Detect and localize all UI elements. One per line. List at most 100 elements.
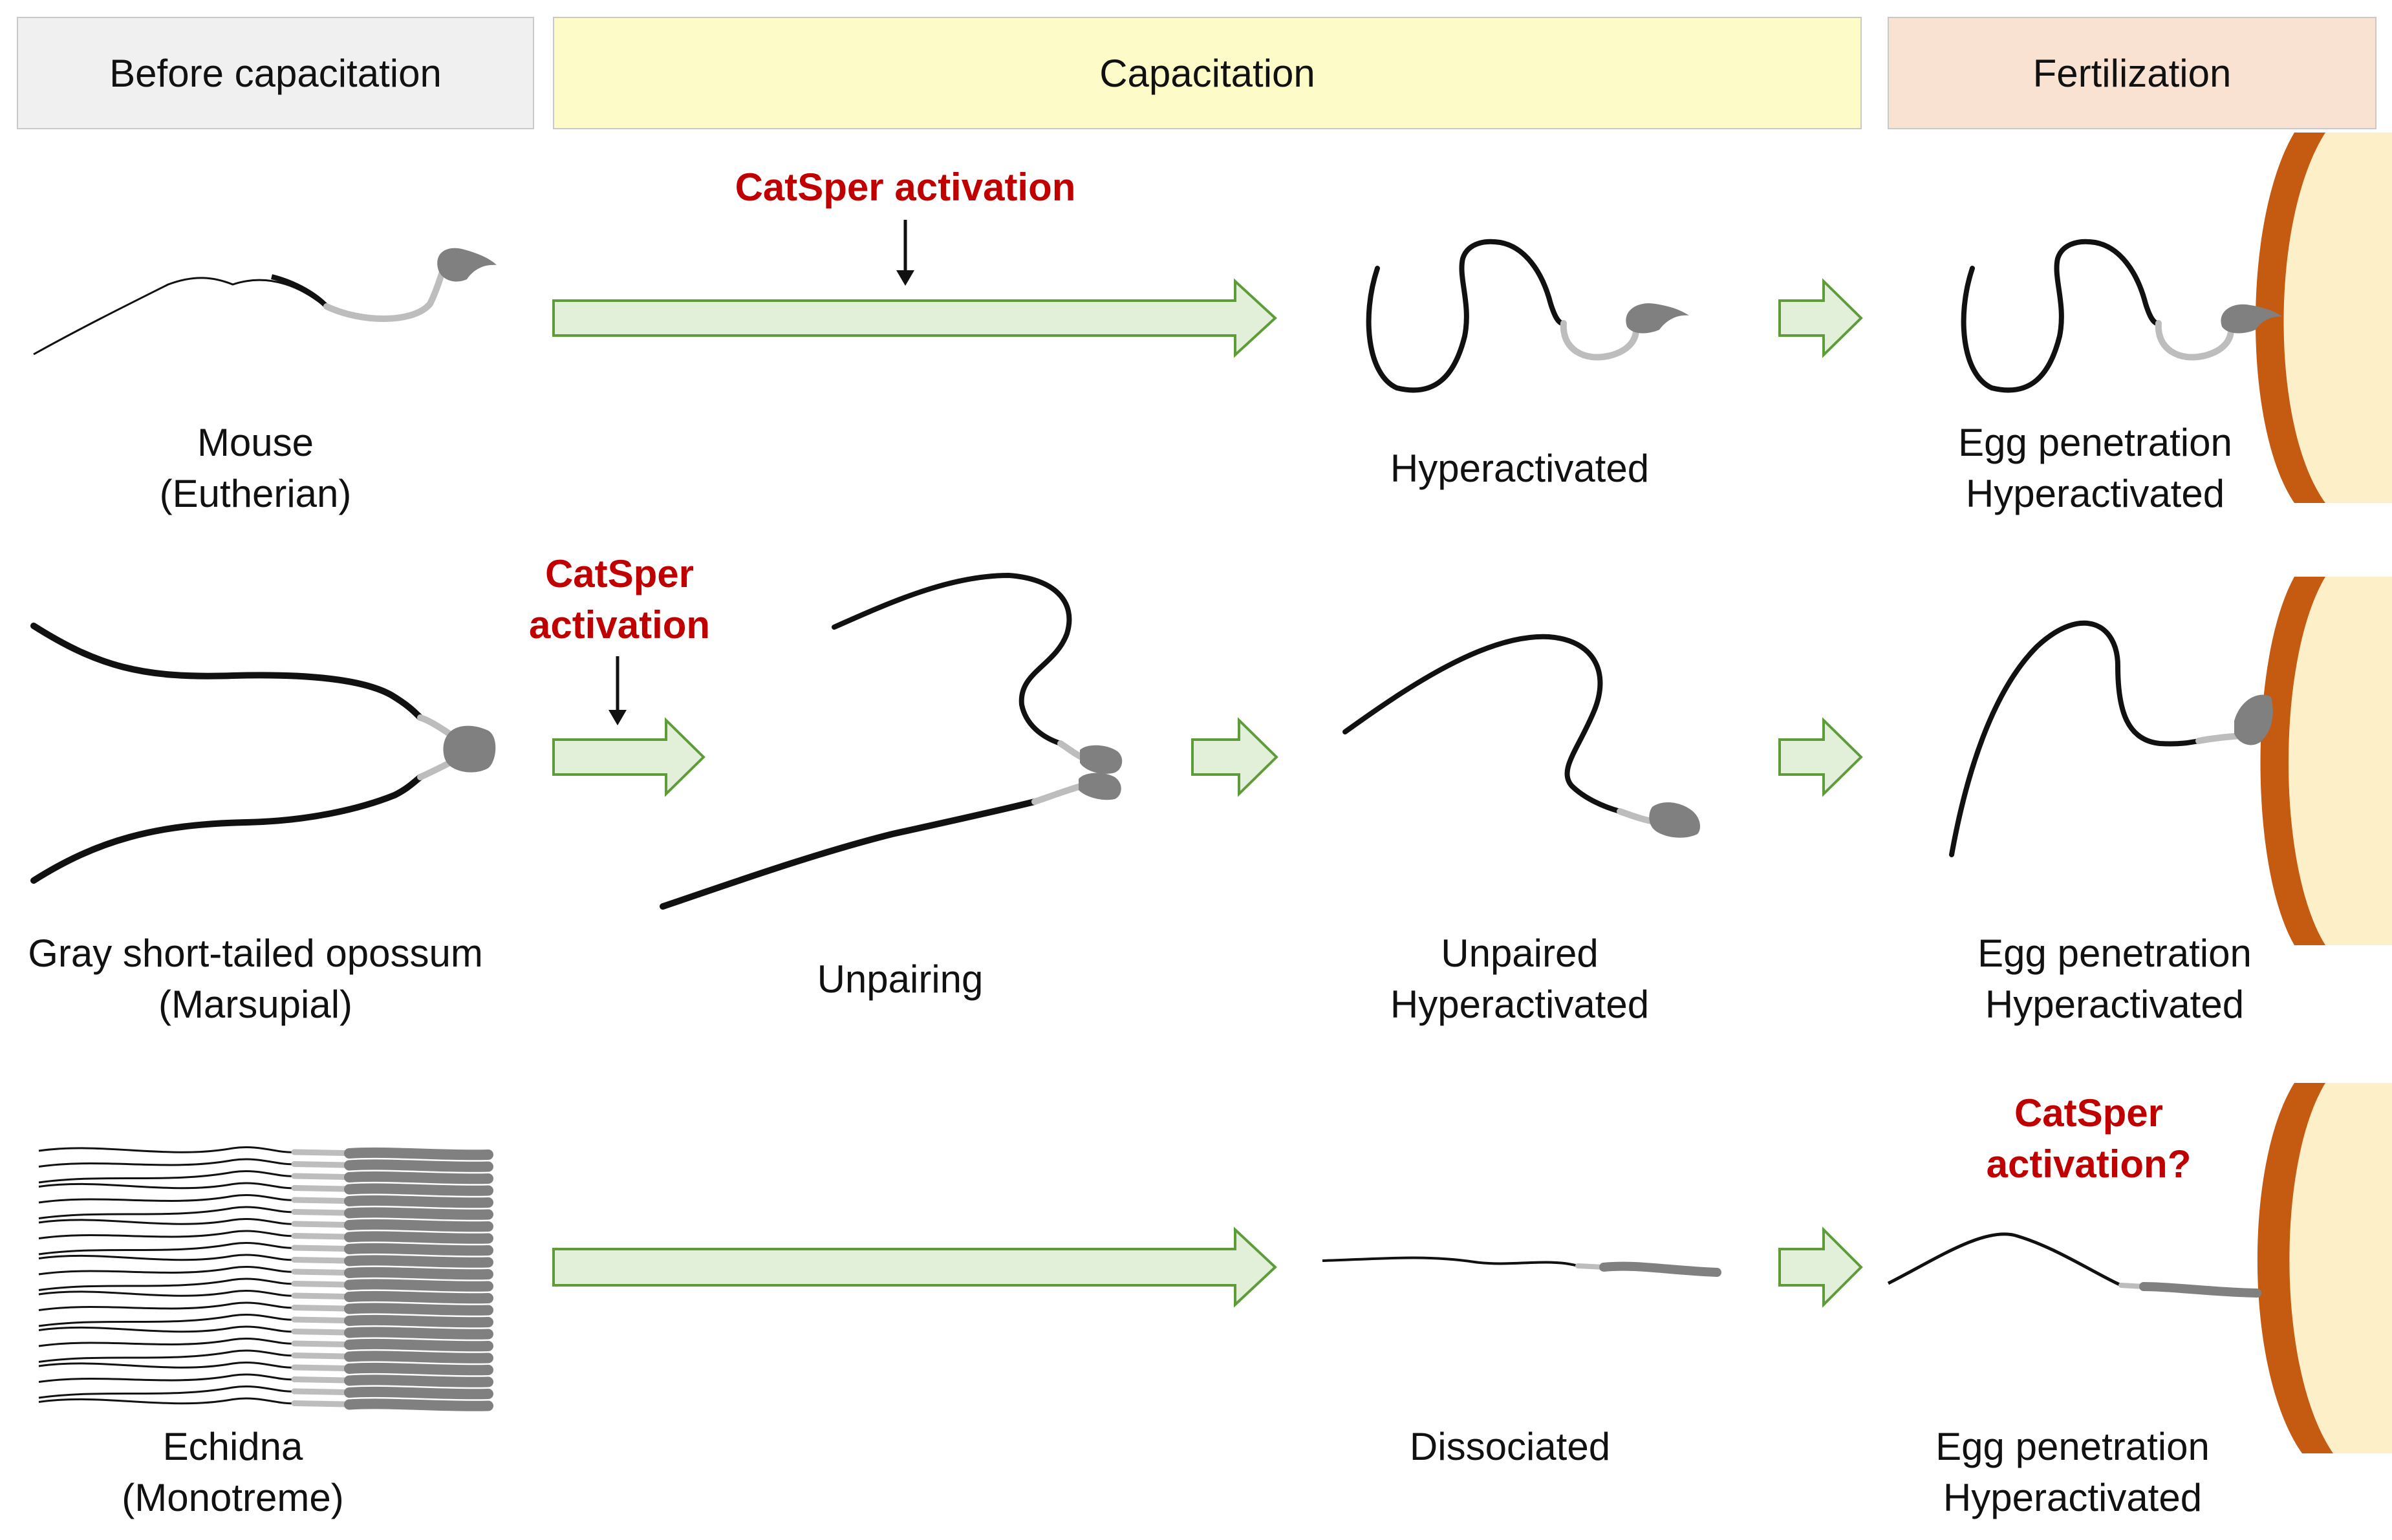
activation-pointer-opossum [609,656,627,725]
echidna-bundle-flagellum [38,1218,295,1225]
opossum-unpaired-state: Hyperactivated [1390,983,1650,1027]
opossum-unpaired-hyperactivated-sperm [1342,634,1701,838]
echidna-species-name: Echidna [162,1425,303,1468]
echidna-bundle-head [344,1147,493,1160]
echidna-bundle-head [344,1267,493,1280]
echidna-bundle-flagellum [38,1230,295,1239]
egg-row-2 [2260,577,2392,945]
echidna-bundle-flagellum [38,1301,295,1311]
mouse-sperm-egg-penetration [1961,239,2283,393]
opossum-egg-penetration-label: Egg penetration Hyperactivated [1977,928,2252,1030]
arrow-echidna-fertilization [1778,1226,1863,1308]
mouse-penetration-state: Hyperactivated [1965,472,2225,516]
echidna-bundle-flagellum [38,1194,295,1204]
activation-pointer-mouse [896,220,914,286]
stage-fertilization-label: Fertilization [2032,51,2232,95]
stage-before-label: Before capacitation [109,51,442,95]
echidna-bundle-head [344,1338,493,1352]
echidna-bundle-flagellum [38,1338,295,1347]
echidna-bundle-head [344,1255,493,1268]
stage-capacitation-label: Capacitation [1099,51,1315,95]
echidna-bundle-head [344,1219,493,1232]
echidna-bundle-head [344,1231,493,1244]
echidna-bundle-flagellum [38,1397,295,1405]
opossum-catsper-activation-label: CatSper activation [529,548,710,650]
echidna-bundle-flagellum [38,1170,295,1184]
echidna-bundle-head [344,1327,493,1340]
mouse-group-name: (Eutherian) [159,472,352,516]
echidna-bundle-head [344,1374,493,1387]
arrow-opossum-1 [552,717,706,797]
opossum-unpaired-label: Unpaired Hyperactivated [1390,928,1649,1030]
mouse-species-name: Mouse [197,421,314,464]
echidna-bundle-head [344,1171,493,1184]
opossum-species-label: Gray short-tailed opossum (Marsupial) [28,928,483,1030]
echidna-bundle-head [344,1303,493,1316]
echidna-bundle-head [344,1195,493,1208]
echidna-bundle-flagellum [38,1325,295,1333]
arrow-mouse-capacitation [552,278,1277,358]
mouse-sperm-before [33,248,497,356]
echidna-species-label: Echidna (Monotreme) [122,1421,343,1523]
opossum-penetration-state: Hyperactivated [1985,983,2245,1027]
mouse-egg-penetration-label: Egg penetration Hyperactivated [1958,417,2232,519]
echidna-bundle-head [344,1279,493,1292]
mouse-hyperactivated-label: Hyperactivated [1390,447,1650,490]
echidna-bundle-flagellum [38,1362,295,1369]
mouse-species-label: Mouse (Eutherian) [160,417,352,519]
echidna-penetration-state: Hyperactivated [1943,1476,2203,1520]
echidna-activation-line1: CatSper [2014,1091,2164,1135]
echidna-dissociated-label: Dissociated [1409,1425,1611,1468]
echidna-egg-penetration-sperm [1887,1232,2261,1298]
arrow-opossum-2 [1191,717,1278,797]
echidna-bundle-flagellum [38,1242,295,1256]
echidna-bundle-flagellum [38,1206,295,1219]
echidna-bundle-head [344,1243,493,1256]
echidna-bundle-flagellum [38,1158,295,1168]
echidna-dissociated-sperm [1322,1256,1721,1277]
egg-row-3 [2257,1083,2392,1453]
echidna-bundle-head [344,1207,493,1220]
arrow-opossum-3 [1778,717,1863,797]
echidna-bundle-head [344,1159,493,1172]
mouse-catsper-activation-label: CatSper activation [735,166,1076,209]
opossum-species-name: Gray short-tailed opossum [28,932,483,975]
arrow-echidna-capacitation [552,1226,1277,1308]
echidna-egg-penetration-label: Egg penetration Hyperactivated [1935,1421,2210,1523]
echidna-bundle-flagellum [38,1254,295,1261]
opossum-activation-line1: CatSper [544,552,695,595]
echidna-bundle-flagellum [38,1278,295,1291]
echidna-bundle-flagellum [38,1290,295,1297]
echidna-sperm-bundle [38,1146,493,1411]
echidna-bundle-head [344,1362,493,1376]
egg-row-1 [2256,133,2392,503]
echidna-bundle-head [344,1386,493,1400]
opossum-unpaired-text: Unpaired [1441,932,1599,975]
echidna-bundle-head [344,1314,493,1328]
opossum-activation-line2: activation [528,603,711,647]
stage-before-capacitation: Before capacitation [17,17,534,129]
echidna-bundle-flagellum [38,1373,295,1383]
opossum-paired-sperm-before [30,623,496,884]
echidna-bundle-head [344,1183,493,1196]
echidna-bundle-flagellum [38,1385,295,1399]
echidna-bundle-head [344,1398,493,1411]
echidna-bundle-head [344,1290,493,1304]
echidna-bundle-flagellum [38,1266,295,1276]
echidna-bundle-flagellum [38,1314,295,1327]
echidna-activation-line2: activation? [1986,1142,2192,1186]
echidna-catsper-activation-label: CatSper activation? [1987,1087,2192,1190]
opossum-unpairing-sperm [660,572,1123,910]
echidna-bundle-flagellum [38,1182,295,1190]
opossum-unpairing-label: Unpairing [817,957,984,1001]
echidna-bundle-head [344,1351,493,1364]
echidna-bundle-flagellum [38,1146,295,1153]
mouse-penetration-text: Egg penetration [1958,421,2232,464]
opossum-penetration-text: Egg penetration [1977,932,2252,975]
echidna-bundle-flagellum [38,1349,295,1363]
opossum-group-name: (Marsupial) [158,983,353,1027]
arrow-mouse-fertilization [1778,278,1863,358]
stage-capacitation: Capacitation [553,17,1862,129]
opossum-egg-penetration-sperm [1949,620,2273,857]
